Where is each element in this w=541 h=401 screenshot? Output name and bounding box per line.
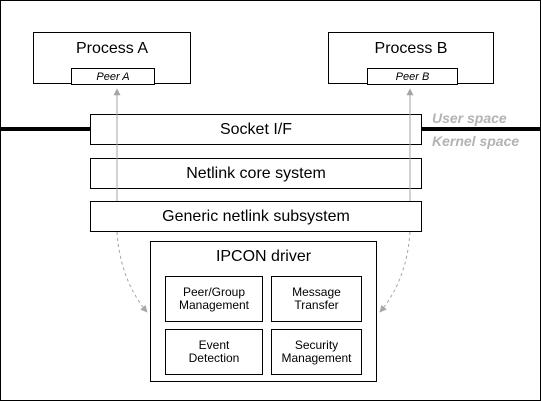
message-transfer-line1: Message: [292, 285, 341, 299]
peer-group-management-line2: Management: [178, 298, 250, 312]
kernel-space-label: Kernel space: [432, 133, 520, 149]
peer-b-box: Peer B: [367, 68, 458, 85]
event-detection-line2: Detection: [188, 351, 240, 365]
peer-group-management-box: Peer/Group Management: [165, 276, 263, 322]
peer-a-label: Peer A: [96, 70, 130, 83]
process-a-title: Process A: [75, 40, 149, 57]
peer-a-box: Peer A: [71, 68, 155, 85]
netlink-core-label: Netlink core system: [186, 164, 326, 182]
user-space-label: User space: [432, 110, 507, 126]
peer-group-management-line1: Peer/Group: [182, 285, 246, 299]
process-a-box: Process A Peer A: [33, 32, 191, 85]
event-detection-line1: Event: [198, 338, 230, 352]
netlink-core-box: Netlink core system: [90, 158, 422, 189]
generic-netlink-label: Generic netlink subsystem: [162, 207, 350, 225]
process-b-title: Process B: [374, 40, 448, 57]
ipcon-driver-title: IPCON driver: [215, 248, 312, 265]
generic-netlink-box: Generic netlink subsystem: [90, 201, 422, 232]
message-transfer-box: Message Transfer: [271, 276, 362, 322]
security-management-box: Security Management: [271, 329, 362, 375]
message-transfer-line2: Transfer: [294, 298, 339, 312]
security-management-line1: Security: [294, 338, 339, 352]
arrow-peer-a-to-driver: [116, 93, 147, 312]
socket-if-label: Socket I/F: [219, 120, 293, 138]
security-management-line2: Management: [281, 351, 352, 365]
socket-if-box: Socket I/F: [90, 114, 422, 145]
process-b-box: Process B Peer B: [328, 32, 494, 85]
arrow-peer-b-to-driver: [380, 93, 411, 312]
event-detection-box: Event Detection: [165, 329, 263, 375]
peer-b-label: Peer B: [395, 70, 430, 83]
